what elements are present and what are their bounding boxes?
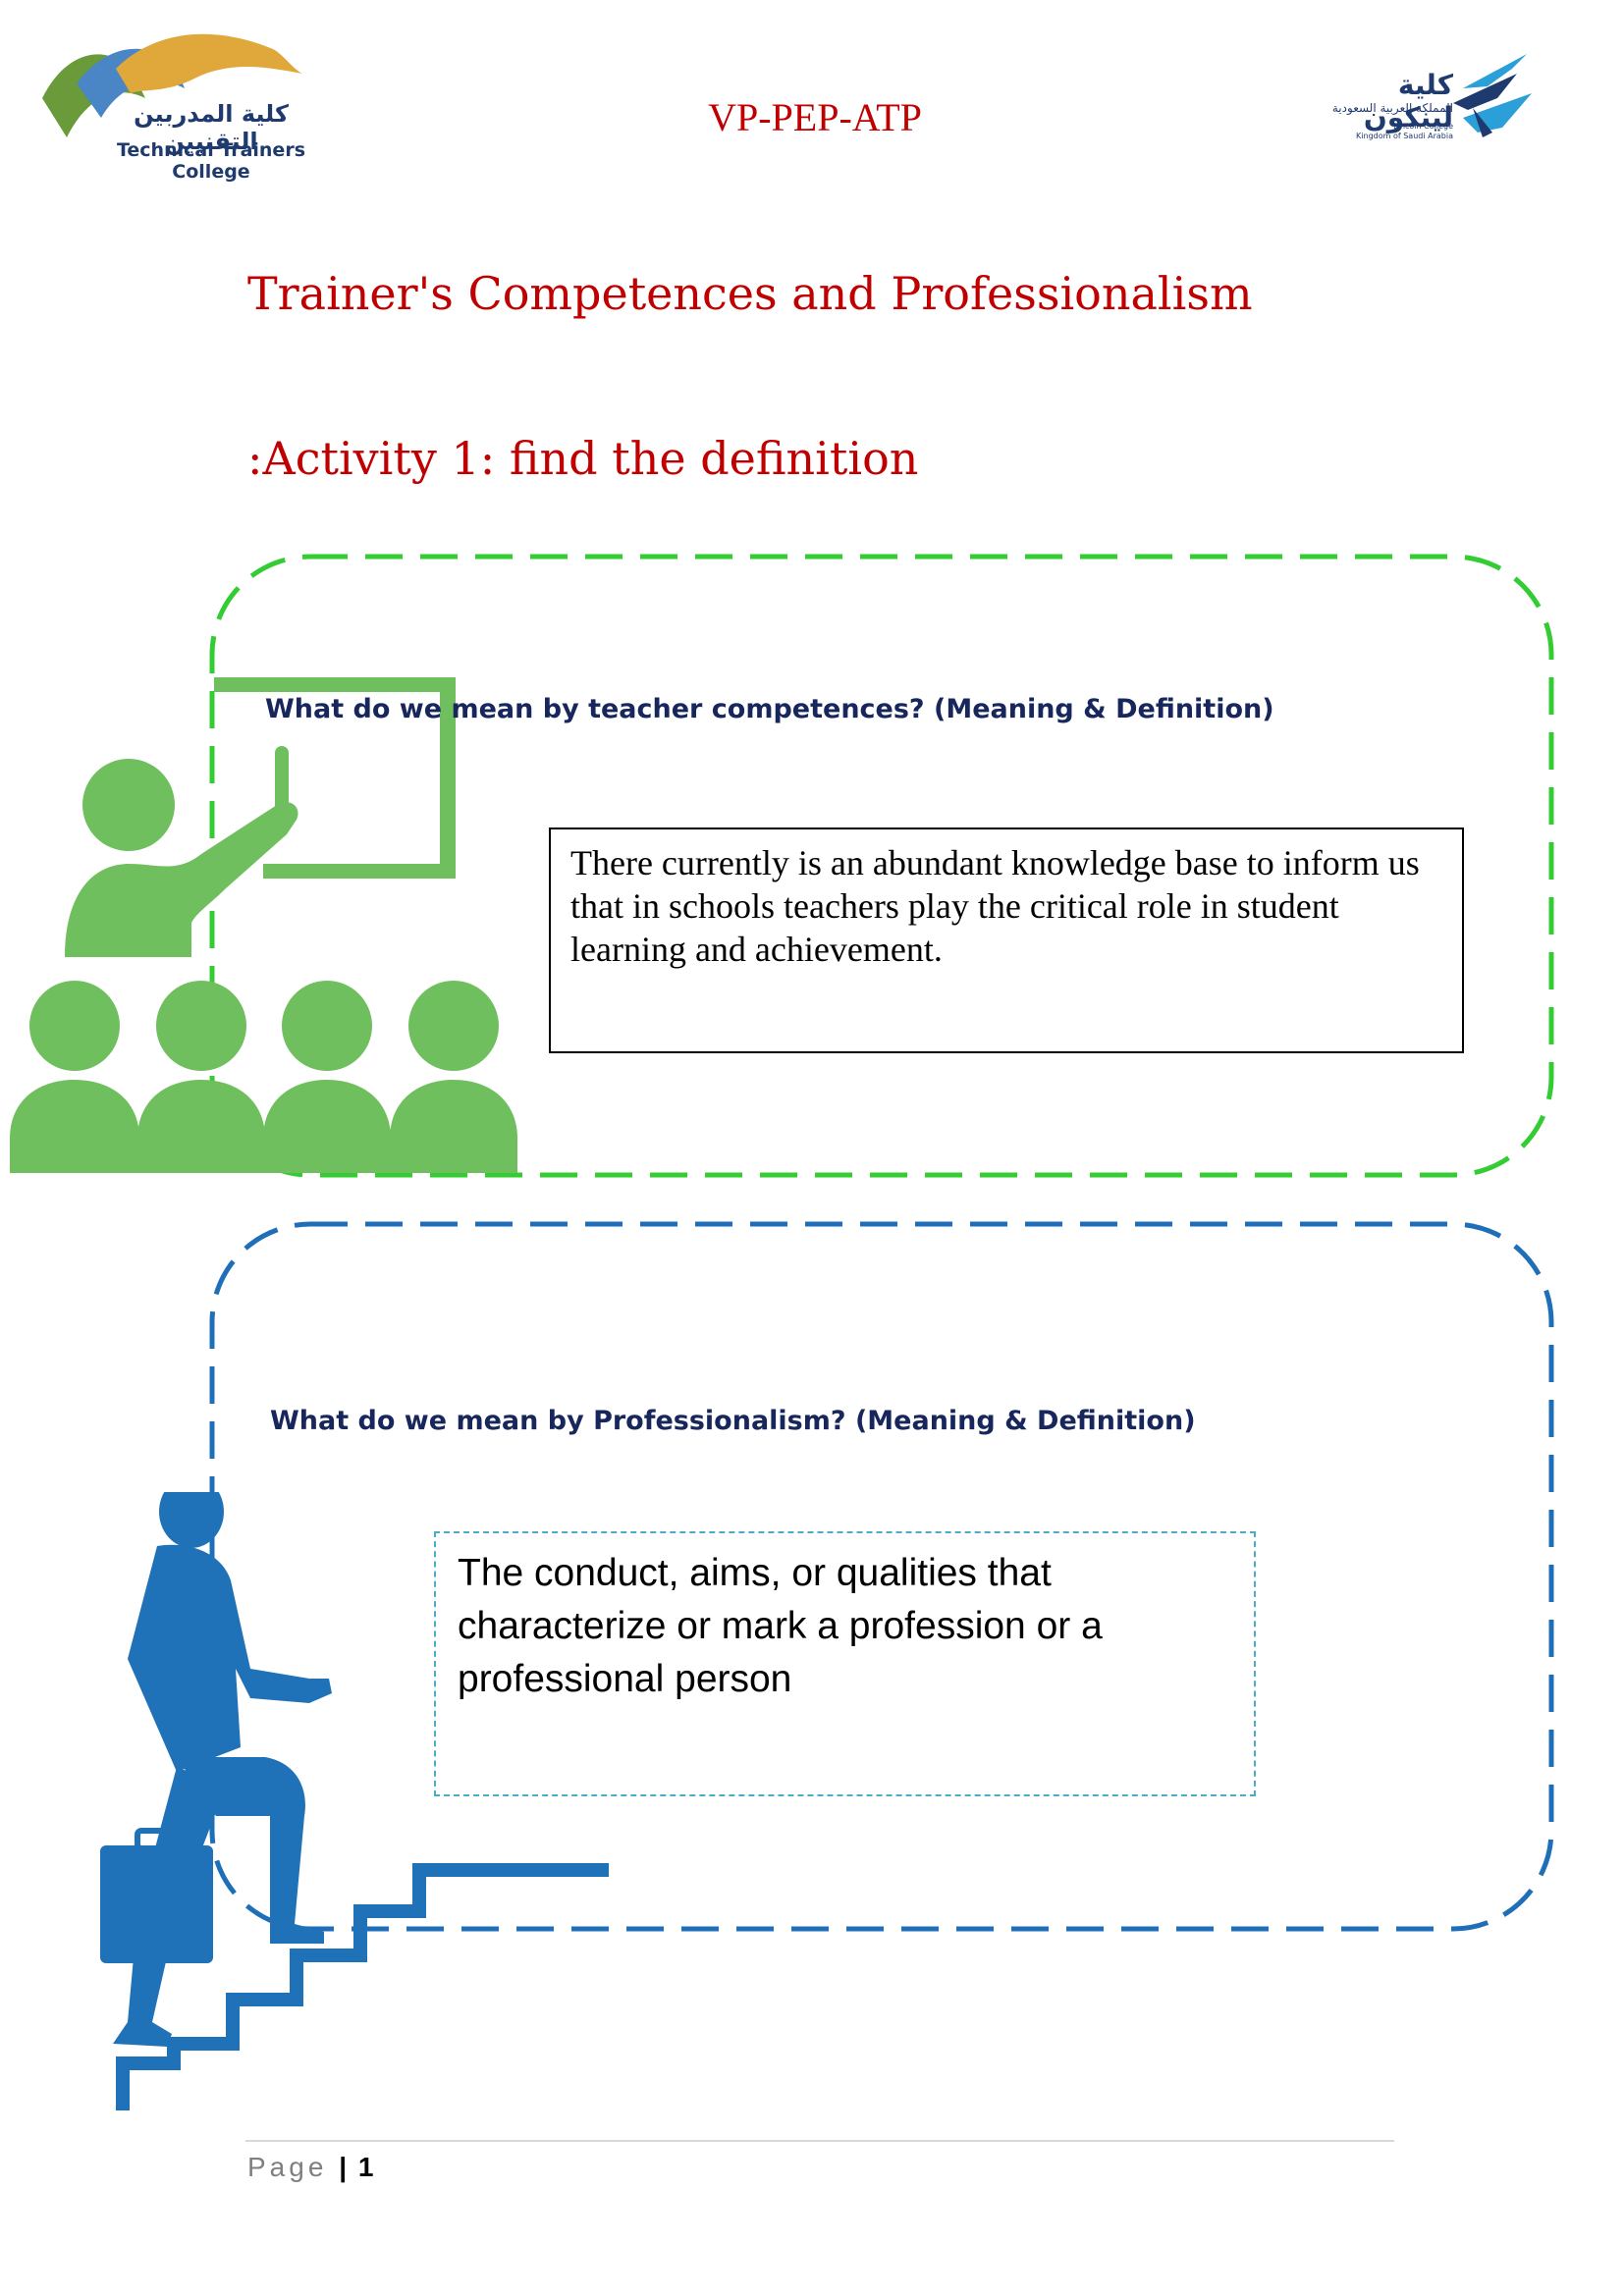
lincoln-college-logo [1453, 54, 1532, 137]
page-footer: Page | 1 [247, 2152, 373, 2183]
page-label: Page [247, 2152, 328, 2182]
logo-right-arabic-subtext: المملكة العربية السعودية [1331, 101, 1453, 115]
section2-answer-box[interactable]: The conduct, aims, or qualities that cha… [434, 1531, 1256, 1796]
section2-question: What do we mean by Professionalism? (Mea… [270, 1406, 1196, 1436]
document-code: VP-PEP-ATP [708, 95, 922, 139]
page-number: 1 [357, 2152, 374, 2182]
logo-right-english-text: Lincoln College [1393, 122, 1453, 131]
section1-question: What do we mean by teacher competences? … [265, 694, 1274, 724]
logo-right-english-subtext: Kingdom of Saudi Arabia [1356, 132, 1453, 140]
businessman-climbing-stairs-icon [100, 1492, 609, 2110]
footer-divider [245, 2140, 1394, 2142]
activity-title: :Activity 1: find the definition [247, 432, 919, 485]
logo-right-arabic-text: كلية لينكون [1363, 69, 1453, 133]
logo-left-arabic-text: كلية المدربين التقنيين [134, 100, 289, 155]
presentation-audience-icon [10, 677, 517, 1173]
footer-separator: | [339, 2152, 348, 2182]
section1-answer-box[interactable]: There currently is an abundant knowledge… [549, 828, 1464, 1053]
technical-trainers-college-logo [42, 33, 302, 137]
logo-left-english-text: Technical Trainers College [116, 139, 306, 183]
page-title: Trainer's Competences and Professionalis… [247, 267, 1253, 320]
